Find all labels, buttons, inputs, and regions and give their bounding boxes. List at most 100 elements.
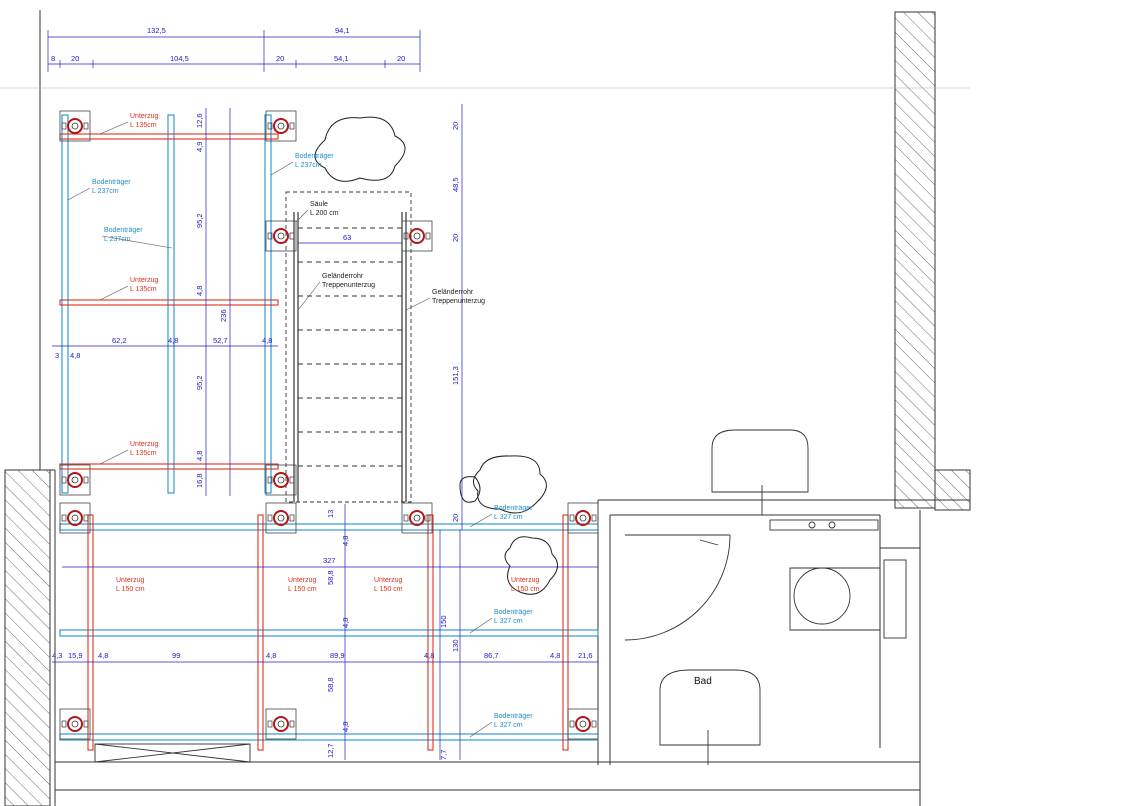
toilet [789,567,881,631]
room-label-bad: Bad [694,676,712,687]
dim-h-lower-5: 4,8 [266,651,276,660]
dim-h-lower-6: 89,9 [330,651,345,660]
dimension-lines [47,30,598,760]
dim-top-overall-1: 132,5 [147,26,166,35]
dim-v-lower-7: 12,7 [326,743,335,758]
post-connector-2 [265,110,297,142]
toilet-tank [883,559,907,639]
label-unterzug-2-len: L 135cm [130,286,157,293]
label-unterzug-5-len: L 150 cm [288,586,317,593]
dim-stair-width: 63 [343,233,351,242]
dim-h-lower-8: 86,7 [484,651,499,660]
shower-tray [659,669,761,746]
dim-h-lower-4: 99 [172,651,180,660]
dim-v-lower-right-1: 150 [439,615,448,628]
label-unterzug-7-len: L 150 cm [511,586,540,593]
label-unterzug-1-len: L 135cm [130,122,157,129]
post-connector-8 [265,502,297,534]
dim-v-right-2: 48,5 [451,177,460,192]
dim-top-detail-5: 54,1 [334,54,349,63]
label-unterzug-4: Unterzug [116,577,145,584]
label-unterzug-6: Unterzug [374,577,403,584]
dim-v-left-7: 16,8 [195,473,204,488]
door-swing [624,534,731,641]
dim-v-236: 236 [219,309,228,322]
dim-v-left-4: 4,8 [195,286,204,296]
label-unterzug-7: Unterzug [511,577,540,584]
wall-right-hatched [894,11,936,509]
dim-top-detail-6: 20 [397,54,405,63]
stair [285,191,412,503]
posts [59,110,599,740]
dim-top-detail-1: 8 [51,54,55,63]
post-connector-13 [567,708,599,740]
dim-lower-width: 327 [323,556,336,565]
walls [0,10,971,806]
label-unterzug-3-len: L 135cm [130,450,157,457]
dim-h-lower-2: 15,9 [68,651,83,660]
label-saeule: Säule [310,201,328,208]
label-gelaender-1: Geländerrohr [322,273,364,280]
dim-v-lower-6: 4,8 [341,722,350,732]
post-connector-7 [59,502,91,534]
wall-right-lower-hatched [934,469,971,511]
label-bodentraeger-3-len: L 237cm [295,162,322,169]
post-connector-12 [265,708,297,740]
label-treppenunterzug-2: Treppenunterzug [432,298,485,305]
leader-lines [67,121,493,738]
label-bodentraeger-2-len: L 237cm [104,236,131,243]
dim-v-lower-2: 4,8 [341,536,350,546]
dim-h-lower-9: 4,8 [550,651,560,660]
step-box [94,743,251,763]
label-unterzug-3: Unterzug [130,441,159,448]
post-connector-5 [59,464,91,496]
label-bodentraeger-6: Bodenträger [494,713,533,720]
dim-v-left-6: 4,8 [195,451,204,461]
dim-top-detail-3: 104,5 [170,54,189,63]
dim-h-lower-3: 4,8 [98,651,108,660]
dim-h-lower-1: 4,3 [52,651,62,660]
component-labels: Unterzug L 135cm Unterzug L 135cm Unterz… [92,113,712,729]
label-bodentraeger-1: Bodenträger [92,179,131,186]
dim-h-upper-1: 3 [55,351,59,360]
dim-v-right-3: 20 [451,234,460,242]
bathroom-fixtures [94,429,907,765]
label-unterzug-4-len: L 150 cm [116,586,145,593]
dim-v-lower-1: 13 [326,510,335,518]
label-unterzug-6-len: L 150 cm [374,586,403,593]
dim-h-upper-6: 4,8 [262,336,272,345]
dim-h-upper-3: 62,2 [112,336,127,345]
label-bodentraeger-4-len: L 327 cm [494,514,523,521]
dim-top-overall-2: 94,1 [335,26,350,35]
label-unterzug-2: Unterzug [130,277,159,284]
label-bodentraeger-3: Bodenträger [295,153,334,160]
label-unterzug-1: Unterzug [130,113,159,120]
label-unterzug-5: Unterzug [288,577,317,584]
post-connector-10 [567,502,599,534]
post-connector-4 [401,220,433,252]
post-connector-3 [265,220,297,252]
label-bodentraeger-2: Bodenträger [104,227,143,234]
label-bodentraeger-6-len: L 327 cm [494,722,523,729]
dim-v-left-3: 95,2 [195,213,204,228]
label-saeule-len: L 200 cm [310,210,339,217]
label-bodentraeger-4: Bodenträger [494,505,533,512]
dim-v-lower-right-3: 7,7 [439,750,448,760]
label-bodentraeger-5-len: L 327 cm [494,618,523,625]
label-treppenunterzug-1: Treppenunterzug [322,282,375,289]
label-bodentraeger-5: Bodenträger [494,609,533,616]
dim-top-detail-4: 20 [276,54,284,63]
dim-v-lower-3: 58,8 [326,570,335,585]
plants [314,116,558,595]
dimension-texts: 132,5 94,1 8 20 104,5 20 54,1 20 12,6 4,… [51,26,593,760]
dim-v-right-5: 20 [451,514,460,522]
vanity [769,519,879,531]
label-bodentraeger-1-len: L 237cm [92,188,119,195]
dim-v-left-5: 95,2 [195,375,204,390]
dim-v-right-1: 20 [451,122,460,130]
dim-v-lower-4: 4,8 [341,618,350,628]
floor-beams [59,114,599,741]
dim-h-upper-5: 52,7 [213,336,228,345]
dim-top-detail-2: 20 [71,54,79,63]
